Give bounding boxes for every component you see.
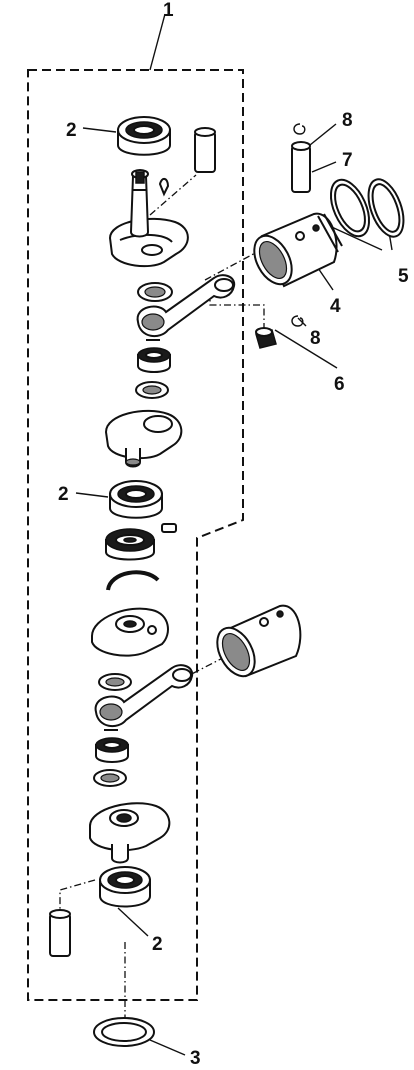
crank-seal-ring-1 [137, 282, 173, 302]
center-lines [59, 174, 271, 1022]
piston-lower [216, 604, 302, 678]
retaining-clip-ring [106, 570, 160, 591]
callout-2-middle: 2 [58, 484, 69, 505]
ball-bearing-middle [109, 480, 163, 519]
labyrinth-seal [105, 528, 155, 561]
callout-4: 4 [330, 296, 341, 317]
ball-bearing-top [117, 116, 171, 156]
callout-3: 3 [190, 1048, 201, 1069]
piston-pin-clip-bottom [291, 315, 304, 327]
needle-bearing-lower [95, 737, 129, 763]
small-key-middle [161, 523, 177, 533]
callout-8-top: 8 [342, 110, 353, 131]
callout-2-bottom: 2 [152, 934, 163, 955]
lower-crank-web-upper [91, 607, 169, 657]
assembly-boundary [27, 69, 244, 1001]
ball-bearing-bottom [99, 866, 151, 908]
callout-7: 7 [342, 150, 353, 171]
oil-seal [93, 1017, 155, 1047]
crank-seal-ring-2 [135, 381, 169, 399]
dowel-pin-top [194, 127, 216, 173]
center-crank-web [104, 409, 183, 468]
connecting-rod-lower [94, 664, 194, 731]
woodruff-key-top [158, 178, 170, 197]
bottom-crank-web [89, 802, 171, 864]
callout-6: 6 [334, 374, 345, 395]
piston-ring-2 [367, 178, 405, 238]
upper-crank-web [108, 169, 189, 268]
callout-8-bottom: 8 [310, 328, 321, 349]
crank-seal-ring-3 [98, 673, 132, 691]
callout-2-top: 2 [66, 120, 77, 141]
callout-1: 1 [163, 0, 174, 21]
piston-ring-1 [329, 178, 371, 238]
piston-upper [253, 212, 343, 288]
piston-pin-clip-top [293, 123, 306, 135]
crank-seal-ring-4 [93, 769, 127, 787]
dowel-pin-bottom [49, 909, 71, 957]
needle-bearing-upper [137, 347, 171, 373]
connecting-rod-upper [136, 274, 236, 341]
needle-bearing-small-end [255, 327, 277, 349]
callout-5: 5 [398, 266, 409, 287]
piston-pin [291, 141, 311, 193]
